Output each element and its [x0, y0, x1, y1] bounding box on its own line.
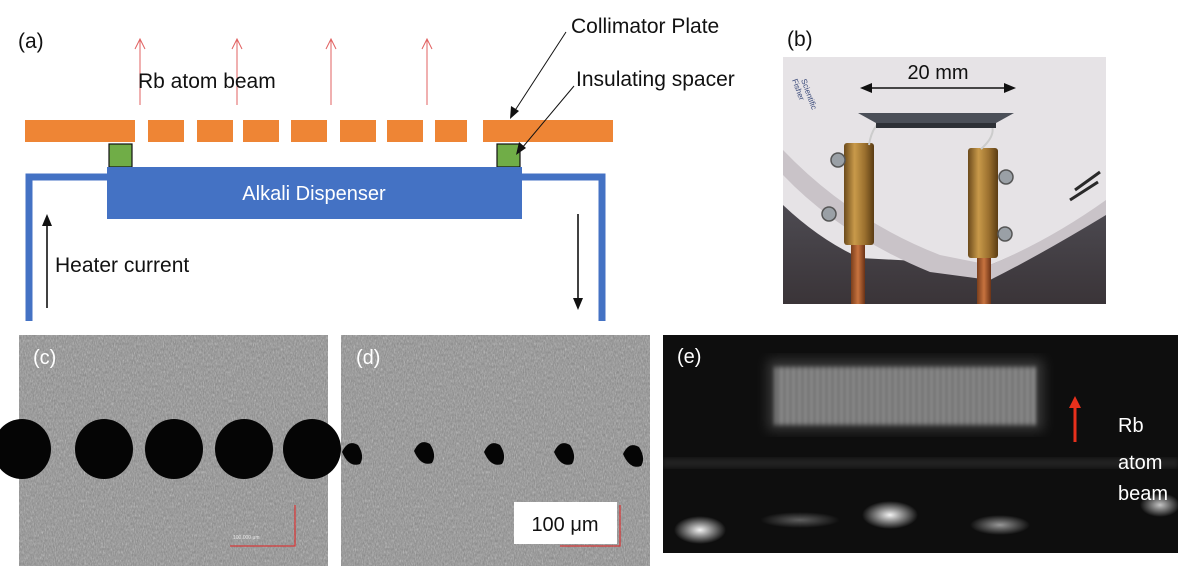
- hole: [0, 419, 51, 479]
- heater-wire-right: [520, 173, 606, 321]
- collimator-chip: [858, 113, 1014, 123]
- hole: [75, 419, 133, 479]
- brass-connector-right: [968, 148, 998, 258]
- alkali-dispenser: [107, 167, 522, 219]
- collimator-plate-label: Collimator Plate: [571, 15, 719, 38]
- hole: [623, 445, 644, 467]
- hole: [283, 419, 341, 479]
- beam-arrow: [134, 37, 146, 105]
- collimator-segment: [243, 120, 279, 142]
- hole: [145, 419, 203, 479]
- beam-arrow: [421, 37, 433, 105]
- holes-c: [0, 419, 341, 479]
- beam-label: Rb atom beam: [138, 70, 276, 93]
- fluorescence-fringes: [775, 367, 1037, 425]
- rb-beam-arrow: [1069, 396, 1081, 442]
- panel-a-label: (a): [18, 30, 44, 53]
- hole: [215, 419, 273, 479]
- panel-d-micrograph: 100 μm (d): [341, 335, 650, 566]
- panel-c-label: (c): [33, 347, 56, 369]
- copper-rod-left: [851, 235, 865, 304]
- collimator-leader: [510, 31, 567, 119]
- collimator-plate: [25, 120, 613, 142]
- collimator-segment: [25, 120, 135, 142]
- beam-arrow: [325, 37, 337, 105]
- collimator-segment: [291, 120, 327, 142]
- dimension-arrow: [860, 83, 1016, 93]
- scale-bar-c-text: 100.000 μm: [233, 535, 260, 541]
- insulating-spacer-left: [108, 143, 133, 168]
- dispenser-label: Alkali Dispenser: [242, 183, 386, 205]
- beam-arrows: [134, 37, 433, 105]
- hole: [554, 443, 575, 465]
- panel-e-label: (e): [677, 346, 701, 368]
- beam-arrow: [231, 37, 243, 105]
- panel-d-label: (d): [356, 347, 380, 369]
- panel-c-micrograph: 100.000 μm (c): [0, 335, 341, 566]
- brass-connector-left: [844, 143, 874, 245]
- heater-current-arrow-up: [42, 214, 52, 308]
- panel-e-fluorescence: Rb atom beam (e): [663, 335, 1180, 553]
- copper-rod-right: [977, 250, 991, 304]
- collimator-segment: [387, 120, 423, 142]
- hole: [484, 443, 505, 465]
- collimator-segment: [148, 120, 184, 142]
- panel-a-schematic: (a) Rb atom beam Alkali Dispenser Heater…: [18, 15, 735, 321]
- scale-bar-d-text: 100 μm: [531, 514, 598, 536]
- hole: [414, 442, 435, 464]
- scale-bar-d-box: [514, 502, 617, 544]
- collimator-segment: [340, 120, 376, 142]
- heater-current-arrow-down: [573, 214, 583, 310]
- dimension-label: 20 mm: [907, 62, 968, 84]
- collimator-segment: [197, 120, 233, 142]
- scale-bar-c: [230, 505, 296, 547]
- insulating-spacer-right: [496, 143, 521, 168]
- hole: [342, 443, 363, 465]
- heater-current-label: Heater current: [55, 254, 189, 277]
- spacer-label: Insulating spacer: [576, 68, 735, 91]
- spacer-leader: [516, 85, 575, 155]
- scale-bar-d: [560, 505, 621, 547]
- panel-b-photo: Fisher Scientific 20 mm: [783, 57, 1106, 304]
- collimator-segment: [483, 120, 613, 142]
- heater-wire-left: [25, 173, 108, 321]
- collimator-segment: [435, 120, 467, 142]
- rb-atom-beam-label: Rb atom beam: [1118, 415, 1168, 505]
- panel-b-label: (b): [787, 28, 813, 51]
- holes-d: [342, 442, 644, 467]
